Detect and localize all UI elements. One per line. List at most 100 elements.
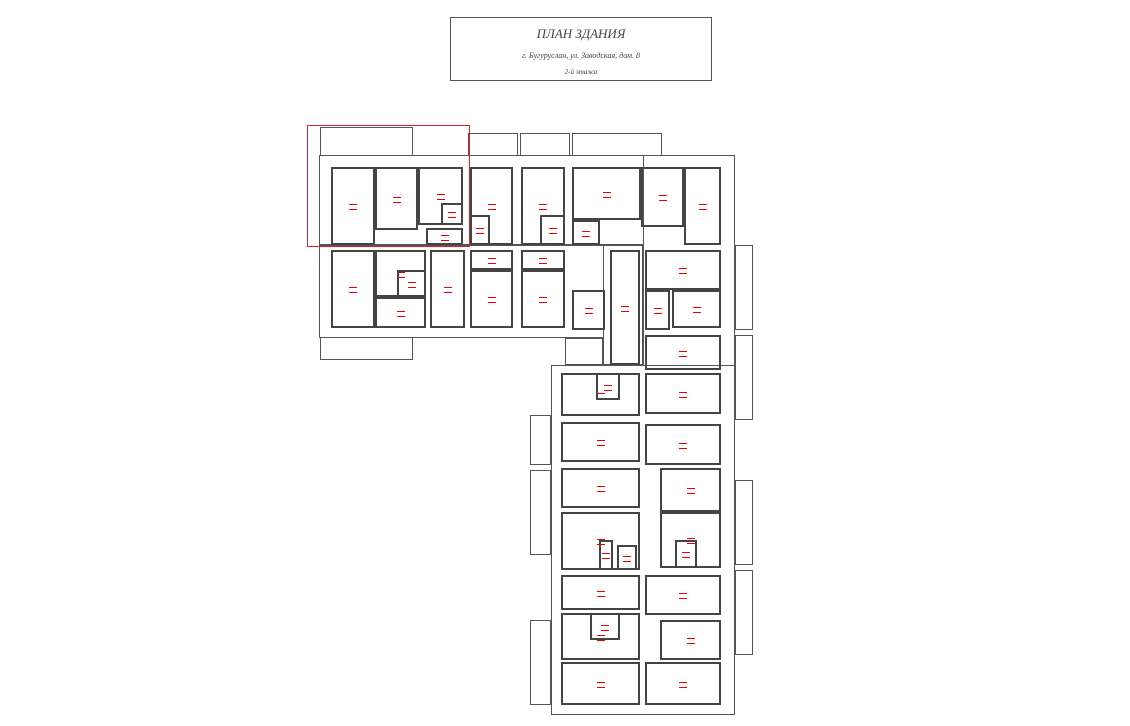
room[interactable] (572, 167, 641, 220)
room-label-mark (596, 590, 605, 597)
room[interactable] (331, 250, 375, 328)
room-label-mark (487, 297, 496, 303)
wall-block (735, 335, 753, 420)
room-label-mark (539, 297, 547, 303)
room[interactable] (641, 167, 684, 227)
wall-block (530, 415, 551, 465)
title-block: ПЛАН ЗДАНИЯ г. Бугуруслан, ул. Заводская… (450, 17, 712, 81)
room[interactable] (470, 250, 513, 270)
room-label-mark (679, 442, 687, 449)
room[interactable] (572, 220, 600, 245)
wall-block (735, 570, 753, 655)
room[interactable] (397, 270, 426, 297)
wall-block (520, 133, 570, 157)
room[interactable] (470, 215, 490, 245)
room-label-mark (686, 538, 695, 544)
room[interactable] (430, 250, 465, 328)
room[interactable] (645, 335, 721, 370)
room[interactable] (375, 297, 426, 328)
room-label-mark (692, 307, 701, 313)
room[interactable] (418, 167, 463, 225)
room[interactable] (645, 373, 721, 414)
room[interactable] (645, 250, 721, 290)
room-label-mark (698, 204, 707, 210)
room-label-mark (539, 258, 547, 264)
room-label-mark (679, 391, 687, 398)
room[interactable] (521, 250, 565, 270)
room[interactable] (645, 662, 721, 705)
room-label-mark (596, 681, 605, 688)
room[interactable] (426, 228, 463, 245)
room-label-mark (679, 350, 687, 357)
room-label-mark (584, 308, 593, 314)
wall-block (735, 245, 753, 330)
room[interactable] (675, 540, 697, 568)
room[interactable] (645, 424, 721, 465)
room-label-mark (679, 268, 687, 274)
room-label-mark (448, 212, 456, 218)
room-label-mark (443, 287, 452, 293)
room[interactable] (561, 422, 640, 462)
room[interactable] (375, 167, 418, 230)
room-label-mark (658, 195, 667, 201)
room-label-mark (596, 486, 605, 492)
room-label-mark (349, 204, 357, 210)
room[interactable] (561, 575, 640, 610)
wall-block (530, 470, 551, 555)
room-label-mark (440, 234, 449, 241)
room[interactable] (521, 270, 565, 328)
selection-rectangle[interactable] (307, 125, 470, 247)
room-label-mark (436, 194, 445, 200)
room[interactable] (660, 468, 721, 512)
room-label-mark (476, 228, 484, 234)
room[interactable] (645, 290, 670, 330)
room[interactable] (684, 167, 721, 245)
room-label-mark (539, 204, 547, 210)
room[interactable] (660, 620, 721, 660)
room-label-mark (686, 488, 695, 494)
room-label-mark (682, 552, 690, 558)
wall-block (735, 480, 753, 565)
room[interactable] (672, 290, 721, 328)
room[interactable] (331, 167, 375, 245)
room[interactable] (599, 540, 613, 570)
room-label-mark (596, 634, 605, 641)
plan-title: ПЛАН ЗДАНИЯ (536, 26, 626, 41)
room[interactable] (470, 167, 513, 245)
room-label-mark (679, 681, 687, 688)
room[interactable] (561, 662, 640, 705)
room-label-mark (396, 310, 405, 317)
room[interactable] (590, 613, 620, 640)
room-label-mark (604, 384, 612, 391)
room-label-mark (679, 593, 687, 599)
wall-block (530, 620, 551, 705)
room[interactable] (441, 203, 463, 225)
room-label-mark (602, 191, 611, 198)
room-label-mark (548, 228, 557, 234)
plan-address: г. Бугуруслан, ул. Заводская, дом. 8 (521, 51, 641, 60)
room-label-mark (602, 553, 610, 559)
room-label-mark (407, 281, 416, 288)
room[interactable] (645, 575, 721, 615)
room-label-mark (487, 258, 496, 264)
room[interactable] (572, 290, 605, 330)
room[interactable] (561, 468, 640, 508)
room-label-mark (623, 555, 631, 562)
room-label-mark (621, 305, 629, 312)
wall-block (320, 336, 413, 360)
room[interactable] (610, 250, 640, 365)
wall-block (572, 133, 662, 157)
room[interactable] (596, 373, 620, 400)
room-label-mark (396, 271, 405, 278)
room[interactable] (470, 270, 513, 328)
room-label-mark (487, 204, 496, 210)
room-label-mark (686, 638, 695, 644)
plan-floor: 2-й этажа (564, 68, 598, 76)
wall-block (468, 133, 518, 157)
room-label-mark (601, 624, 609, 631)
room-label-mark (653, 308, 662, 314)
room-label-mark (596, 440, 605, 446)
room[interactable] (617, 545, 637, 570)
room[interactable] (540, 215, 565, 245)
